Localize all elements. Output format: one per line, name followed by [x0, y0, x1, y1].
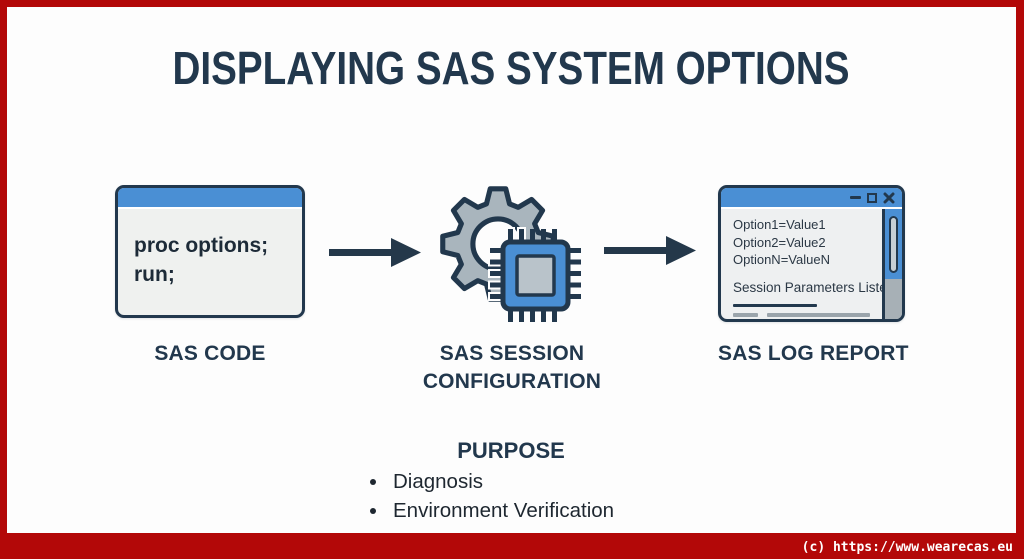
page-title: DISPLAYING SAS SYSTEM OPTIONS: [7, 43, 1016, 94]
log-skeleton-line: [733, 313, 758, 317]
close-icon: [883, 192, 895, 203]
purpose-item-text: Diagnosis: [393, 469, 484, 493]
purpose-list: Diagnosis Environment Verification: [370, 467, 614, 525]
gear-cpu-icon: [440, 186, 581, 322]
log-skeleton-line: [767, 313, 870, 317]
flow-arrow-icon: [329, 238, 421, 267]
log-skeleton-line: [733, 321, 783, 323]
scrollbar-thumb: [889, 216, 898, 273]
minimize-icon: [850, 196, 861, 199]
log-line: Option2=Value2: [733, 234, 826, 250]
purpose-item-text: Environment Verification: [393, 498, 615, 522]
log-skeleton-row: [733, 313, 902, 317]
config-label-line2: CONFIGURATION: [422, 370, 602, 393]
sas-session-configuration-label: SAS SESSION CONFIGURATION: [386, 340, 638, 396]
bullet-icon: [370, 507, 376, 514]
cpu-chip-icon: [488, 227, 581, 322]
code-window-titlebar: [118, 188, 302, 209]
maximize-icon: [867, 192, 877, 203]
scrollbar: [882, 209, 902, 319]
log-window-titlebar: [721, 188, 902, 209]
slide-canvas: DISPLAYING SAS SYSTEM OPTIONS proc optio…: [7, 7, 1016, 533]
code-editor-area: proc options; run;: [118, 209, 302, 289]
log-skeleton-line: [792, 321, 832, 323]
log-content-area: Option1=Value1 Option2=Value2 OptionN=Va…: [721, 209, 902, 323]
page-title-text: DISPLAYING SAS SYSTEM OPTIONS: [172, 42, 851, 94]
code-line: proc options;: [134, 234, 269, 257]
config-label-line1: SAS SESSION: [439, 342, 585, 365]
sas-log-report-label: SAS LOG REPORT: [718, 342, 909, 365]
log-skeleton-row: [733, 321, 902, 323]
log-divider-line: [733, 303, 817, 307]
copyright-text: (c) https://www.wearecas.eu: [801, 540, 1013, 555]
log-skeleton-line: [841, 321, 884, 323]
sas-code-window: proc options; run;: [115, 185, 305, 318]
sas-log-window: Option1=Value1 Option2=Value2 OptionN=Va…: [718, 185, 905, 322]
log-line: Option1=Value1: [733, 217, 826, 232]
log-summary-line: Session Parameters Listed: [733, 279, 895, 295]
log-line: OptionN=ValueN: [733, 252, 830, 267]
purpose-heading: PURPOSE: [457, 438, 565, 463]
list-item: Diagnosis: [370, 467, 614, 496]
sas-code-label: SAS CODE: [154, 342, 266, 365]
bullet-icon: [370, 478, 376, 485]
code-line: run;: [134, 263, 175, 286]
list-item: Environment Verification: [370, 496, 614, 525]
flow-arrow-icon: [604, 236, 696, 265]
